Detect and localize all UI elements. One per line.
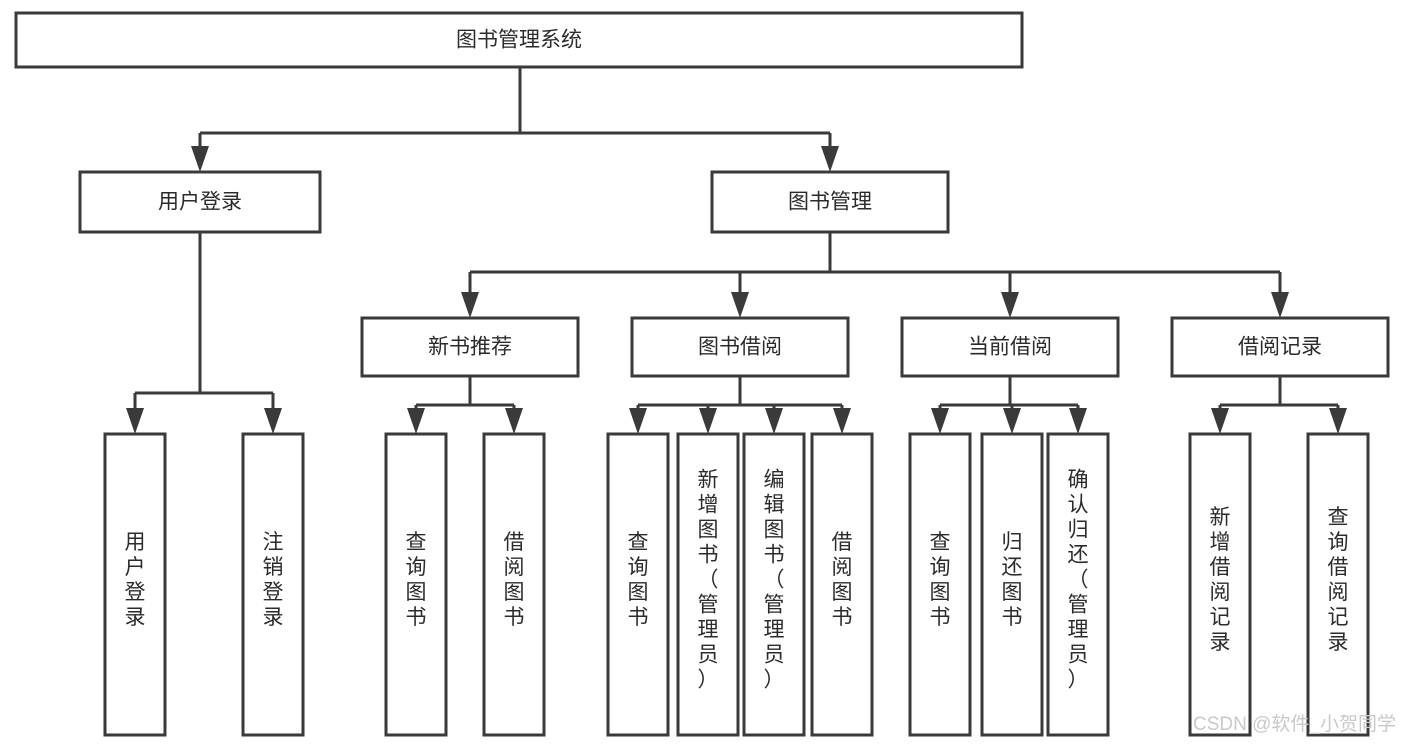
node-leaf-new_book_recommend-1-rect <box>482 432 546 737</box>
node-leaf-book_borrow-3-rect <box>810 432 874 737</box>
node-leaf-current_borrow-2[interactable]: 确认归还（管理员） <box>1046 432 1110 737</box>
node-level2-3[interactable]: 借阅记录 <box>1170 316 1390 378</box>
node-root-label: 图书管理系统 <box>456 29 582 52</box>
level2-drop-1-arrowhead <box>731 292 749 318</box>
node-leaf-new_book_recommend-1[interactable]: 借阅图书 <box>482 432 546 737</box>
node-level2-3-rect <box>1170 316 1390 378</box>
root-to-level1-0-arrowhead <box>191 146 209 172</box>
node-level2-0-rect <box>360 316 580 378</box>
node-leaf-current_borrow-0[interactable]: 查询图书 <box>908 432 972 737</box>
node-level1-0-label: 用户登录 <box>158 191 242 214</box>
level2-drop-3-arrowhead <box>1271 292 1289 318</box>
node-leaf-new_book_recommend-0-rect <box>384 432 448 737</box>
node-level2-1[interactable]: 图书借阅 <box>630 316 850 378</box>
node-leaf-user_login-0-label: 用户登录 <box>125 531 146 629</box>
node-leaf-user_login-1-rect <box>241 432 305 737</box>
node-level2-1-label: 图书借阅 <box>698 336 782 359</box>
node-leaf-new_book_recommend-0-label: 查询图书 <box>406 531 427 629</box>
node-root[interactable]: 图书管理系统 <box>14 11 1024 69</box>
node-leaf-book_borrow-1-rect <box>676 432 740 737</box>
node-leaf-current_borrow-1[interactable]: 归还图书 <box>980 432 1044 737</box>
node-leaf-new_book_recommend-1-label: 借阅图书 <box>504 531 525 629</box>
node-level1-1-label: 图书管理 <box>788 191 872 214</box>
node-level2-2-rect <box>900 316 1120 378</box>
node-leaf-book_borrow-0[interactable]: 查询图书 <box>606 432 670 737</box>
node-leaf-book_borrow-1-label: 新增图书（管理员） <box>698 469 719 692</box>
level2-drop-0-arrowhead <box>461 292 479 318</box>
node-level2-3-label: 借阅记录 <box>1238 336 1322 359</box>
leafgroup-2-drop-0-arrowhead <box>629 408 647 434</box>
leafgroup-1-drop-1-arrowhead <box>505 408 523 434</box>
leafgroup-2-drop-3-arrowhead <box>833 408 851 434</box>
leafgroup-3-drop-0-arrowhead <box>931 408 949 434</box>
level2-drop-2-arrowhead <box>1001 292 1019 318</box>
node-layer: 图书管理系统用户登录图书管理新书推荐图书借阅当前借阅借阅记录用户登录注销登录查询… <box>14 11 1390 737</box>
node-level1-0[interactable]: 用户登录 <box>78 170 322 234</box>
node-leaf-book_borrow-2-label: 编辑图书（管理员） <box>764 469 785 692</box>
node-leaf-user_login-1[interactable]: 注销登录 <box>241 432 305 737</box>
node-leaf-current_borrow-0-label: 查询图书 <box>930 531 951 629</box>
leafgroup-2-drop-1-arrowhead <box>699 408 717 434</box>
node-level2-2[interactable]: 当前借阅 <box>900 316 1120 378</box>
root-to-level1-1-arrowhead <box>821 146 839 172</box>
node-leaf-borrow_record-1-rect <box>1306 432 1370 737</box>
node-leaf-borrow_record-1[interactable]: 查询借阅记录 <box>1306 432 1370 737</box>
node-leaf-current_borrow-2-rect <box>1046 432 1110 737</box>
node-level1-1-rect <box>710 170 950 234</box>
node-leaf-book_borrow-1[interactable]: 新增图书（管理员） <box>676 432 740 737</box>
node-level2-1-rect <box>630 316 850 378</box>
node-leaf-user_login-0-rect <box>103 432 167 737</box>
node-root-rect <box>14 11 1024 69</box>
node-level1-1[interactable]: 图书管理 <box>710 170 950 234</box>
leafgroup-3-drop-2-arrowhead <box>1069 408 1087 434</box>
node-leaf-book_borrow-3-label: 借阅图书 <box>832 531 853 629</box>
leafgroup-1-drop-0-arrowhead <box>407 408 425 434</box>
node-leaf-current_borrow-0-rect <box>908 432 972 737</box>
node-leaf-borrow_record-0[interactable]: 新增借阅记录 <box>1188 432 1252 737</box>
node-leaf-book_borrow-0-rect <box>606 432 670 737</box>
leafgroup-0-drop-0-arrowhead <box>126 408 144 434</box>
leafgroup-4-drop-1-arrowhead <box>1329 408 1347 434</box>
node-level2-2-label: 当前借阅 <box>968 336 1052 359</box>
node-leaf-borrow_record-1-label: 查询借阅记录 <box>1328 506 1349 654</box>
node-leaf-new_book_recommend-0[interactable]: 查询图书 <box>384 432 448 737</box>
node-leaf-borrow_record-0-rect <box>1188 432 1252 737</box>
node-leaf-current_borrow-1-rect <box>980 432 1044 737</box>
leafgroup-4-drop-0-arrowhead <box>1211 408 1229 434</box>
node-leaf-book_borrow-2[interactable]: 编辑图书（管理员） <box>742 432 806 737</box>
connector-layer <box>126 67 1347 434</box>
node-leaf-book_borrow-0-label: 查询图书 <box>628 531 649 629</box>
leafgroup-3-drop-1-arrowhead <box>1003 408 1021 434</box>
leafgroup-0-drop-1-arrowhead <box>264 408 282 434</box>
node-leaf-current_borrow-2-label: 确认归还（管理员） <box>1068 469 1089 692</box>
csdn-watermark: CSDN @软件_小贺同学 <box>1193 713 1396 735</box>
node-leaf-current_borrow-1-label: 归还图书 <box>1002 531 1023 629</box>
node-leaf-user_login-0[interactable]: 用户登录 <box>103 432 167 737</box>
node-leaf-borrow_record-0-label: 新增借阅记录 <box>1210 506 1231 654</box>
node-level1-0-rect <box>78 170 322 234</box>
node-level2-0-label: 新书推荐 <box>428 336 512 359</box>
node-level2-0[interactable]: 新书推荐 <box>360 316 580 378</box>
node-leaf-book_borrow-3[interactable]: 借阅图书 <box>810 432 874 737</box>
node-leaf-book_borrow-2-rect <box>742 432 806 737</box>
node-leaf-user_login-1-label: 注销登录 <box>263 531 284 629</box>
leafgroup-2-drop-2-arrowhead <box>765 408 783 434</box>
